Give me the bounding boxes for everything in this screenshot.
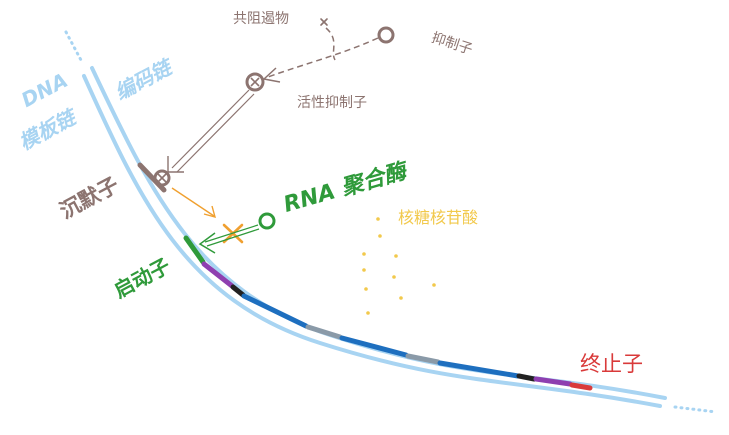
corepressor-x-mark-icon: [320, 18, 328, 26]
active-repressor-circled-x-icon: [245, 72, 265, 92]
gray-segment-2: [405, 353, 441, 365]
blue-segment-2: [339, 335, 409, 358]
purple-segment-2: [533, 376, 573, 387]
terminator-segment: [569, 382, 593, 391]
corepressor-to-active-arrow: [325, 27, 336, 61]
blue-segment-3: [437, 360, 521, 379]
active-repressor-label: 活性抑制子: [297, 95, 367, 111]
purple-segment-1: [201, 261, 235, 289]
rna-polymerase-icon: [258, 212, 276, 230]
blue-segment-1: [241, 293, 309, 329]
corepressor-label: 共阻遏物: [233, 11, 289, 27]
terminator-label: 终止子: [580, 352, 643, 376]
promoter-segment: [183, 235, 206, 265]
nucleotide-dots: [362, 217, 436, 315]
repressor-icon: [377, 26, 395, 44]
blocking-arrow: [171, 187, 215, 217]
polymerase-to-promoter-arrow: [204, 224, 260, 247]
polymerase-arrowhead: [198, 232, 216, 254]
black-segment-2: [516, 373, 537, 382]
gray-segment-1: [305, 324, 343, 340]
dna-dotted-start: [64, 30, 84, 64]
black-segment-1: [230, 284, 246, 298]
template-strand-line: [82, 74, 662, 408]
nucleotides-label: 核糖核苷酸: [398, 208, 479, 227]
bound-repressor-circled-x-icon: [153, 169, 171, 187]
repressor-to-active-arrow: [264, 37, 379, 79]
blocking-arrowhead: [203, 205, 216, 218]
active-to-silencer-arrow: [171, 89, 255, 173]
dna-dotted-end: [673, 405, 718, 414]
